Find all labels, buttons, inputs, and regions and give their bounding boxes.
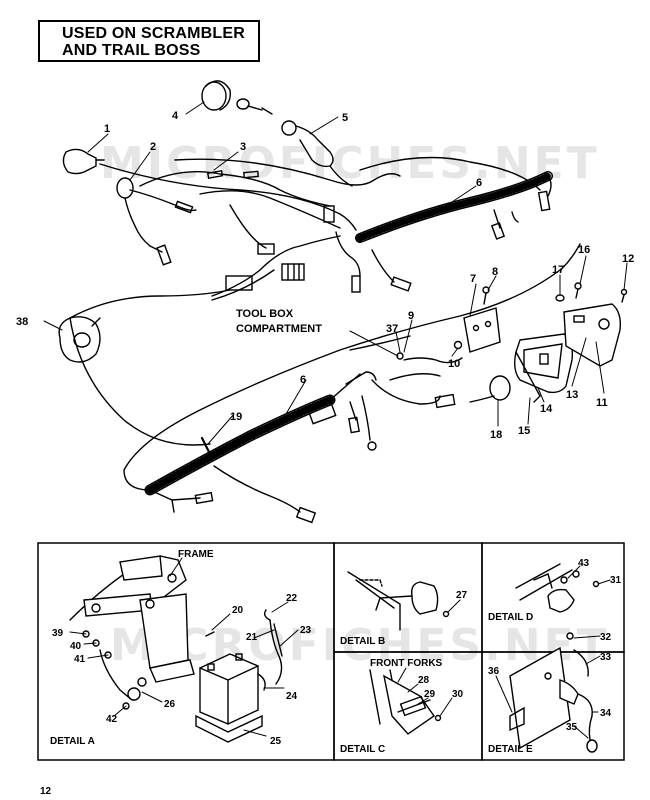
detail-d-caption: DETAIL D [488, 612, 533, 623]
detail-b-art [347, 571, 461, 631]
harness-loom-upper [355, 171, 553, 243]
title-line-1: USED ON SCRAMBLER [62, 25, 245, 42]
detail-a-art [69, 555, 283, 743]
connector-block [211, 235, 341, 301]
sensor-38 [58, 289, 231, 363]
front-forks-label: FRONT FORKS [370, 658, 443, 669]
regulator [307, 401, 337, 425]
title-box: USED ON SCRAMBLER AND TRAIL BOSS [38, 20, 260, 62]
grommet-18 [469, 375, 511, 403]
callout-12: 12 [622, 253, 634, 265]
title-line-2: AND TRAIL BOSS [62, 42, 201, 59]
watermark: MICROFICHES.NET [100, 138, 600, 189]
callout-11: 11 [596, 397, 608, 409]
callout-7: 7 [470, 273, 476, 285]
callout-14: 14 [540, 403, 553, 415]
callout-21: 21 [246, 632, 258, 643]
callout-38: 38 [16, 316, 28, 328]
callout-26: 26 [164, 699, 176, 710]
callout-16: 16 [578, 244, 590, 256]
leader-lines [43, 101, 628, 445]
callout-19: 19 [230, 411, 242, 423]
detail-c-caption: DETAIL C [340, 744, 385, 755]
callout-20: 20 [232, 605, 244, 616]
callout-27: 27 [456, 590, 468, 601]
wire-connectors [139, 170, 341, 229]
relay [323, 205, 335, 223]
detail-d-art [515, 563, 611, 613]
callout-25: 25 [270, 736, 282, 747]
housing-13 [563, 303, 622, 367]
screw-12 [620, 288, 628, 303]
nut-10 [453, 340, 463, 350]
callout-29: 29 [424, 689, 436, 700]
detail-e-art [495, 632, 601, 753]
callout-32: 32 [600, 632, 612, 643]
callout-22: 22 [286, 593, 298, 604]
bulb-socket [116, 177, 197, 266]
callout-15: 15 [518, 425, 530, 437]
callout-23: 23 [300, 625, 312, 636]
callout-36: 36 [488, 666, 500, 677]
washer-17 [555, 294, 565, 302]
callout-9: 9 [408, 310, 414, 322]
tie-19 [200, 436, 212, 456]
callout-2: 2 [150, 141, 156, 153]
rubber-boot [201, 80, 273, 115]
lens-gasket-15 [515, 351, 541, 403]
tool-box-label-1: TOOL BOX [236, 308, 294, 320]
callout-18: 18 [490, 429, 502, 441]
callout-42: 42 [106, 714, 118, 725]
bracket-7 [463, 307, 501, 353]
callout-30: 30 [452, 689, 464, 700]
screw-16 [574, 282, 582, 299]
callout-33: 33 [600, 652, 612, 663]
connector-tail [434, 393, 456, 409]
callout-34: 34 [600, 708, 612, 719]
detail-e-caption: DETAIL E [488, 744, 533, 755]
detail-c-art [369, 667, 453, 735]
callout-10: 10 [448, 358, 460, 370]
bolt-8 [482, 286, 490, 305]
callout-3: 3 [240, 141, 246, 153]
callout-40: 40 [70, 641, 82, 652]
callout-43: 43 [578, 558, 590, 569]
callout-6-lower: 6 [300, 374, 306, 386]
callout-37: 37 [386, 323, 398, 335]
harness-loom-lower [144, 371, 377, 496]
callout-1: 1 [104, 123, 110, 135]
callout-24: 24 [286, 691, 298, 702]
callout-28: 28 [418, 675, 430, 686]
detail-a-caption: DETAIL A [50, 736, 95, 747]
page-number: 12 [40, 786, 52, 797]
callout-5: 5 [342, 112, 348, 124]
lens-14 [513, 333, 574, 394]
detail-b-caption: DETAIL B [340, 636, 385, 647]
callout-39: 39 [52, 628, 64, 639]
watermark-lower: MICROFICHES.NET [110, 620, 610, 671]
callout-8: 8 [492, 266, 498, 278]
callout-35: 35 [566, 722, 578, 733]
tool-box-label-2: COMPARTMENT [236, 323, 322, 335]
headlight-bulb [62, 148, 105, 175]
callout-17: 17 [552, 264, 564, 276]
callout-13: 13 [566, 389, 578, 401]
callout-31: 31 [610, 575, 622, 586]
detail-a-leaders [69, 557, 299, 737]
frame-label: FRAME [178, 549, 214, 560]
callout-41: 41 [74, 654, 86, 665]
callout-6-upper: 6 [476, 177, 482, 189]
callout-4: 4 [172, 110, 179, 122]
